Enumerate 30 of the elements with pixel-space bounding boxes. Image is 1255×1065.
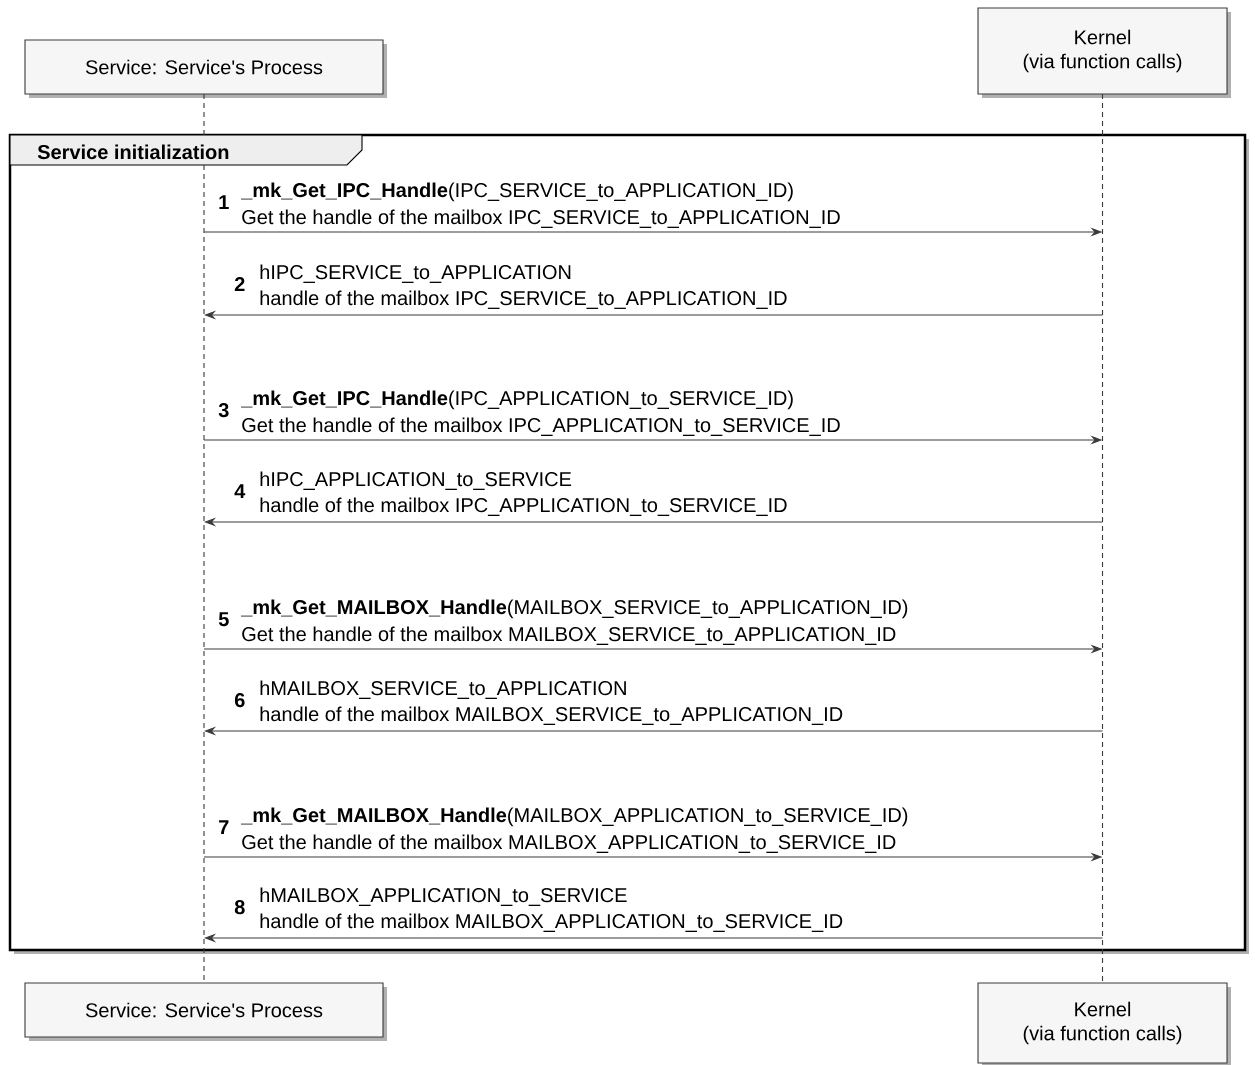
sequence-number: 2 bbox=[234, 277, 245, 291]
message-text: Get the handle of the mailbox MAILBOX_APPLICATION_to_SERVICE_ID bbox=[242, 834, 896, 853]
lifeline bbox=[1101, 93, 1104, 984]
message-text: hMAILBOX_SERVICE_to_APPLICATION bbox=[260, 680, 626, 699]
message-text: Get the handle of the mailbox IPC_APPLICATION_to_SERVICE_ID bbox=[242, 417, 840, 436]
message-text: hMAILBOX_APPLICATION_to_SERVICE bbox=[260, 887, 627, 906]
message-text: Get the handle of the mailbox IPC_SERVICE_to_APPLICATION_ID bbox=[242, 209, 840, 228]
message-text: hIPC_SERVICE_to_APPLICATION bbox=[260, 264, 571, 283]
sequence-number: 1 bbox=[219, 195, 229, 209]
sequence-number: 4 bbox=[234, 484, 246, 498]
message-text: handle of the mailbox MAILBOX_SERVICE_to_APPLICATION_ID bbox=[260, 706, 843, 725]
message-text: _mk_Get_IPC_Handle(IPC_APPLICATION_to_SERVICE_ID) bbox=[241, 390, 793, 410]
message-text: handle of the mailbox IPC_SERVICE_to_APPLICATION_ID bbox=[260, 290, 787, 309]
message-text: handle of the mailbox MAILBOX_APPLICATION_to_SERVICE_ID bbox=[260, 913, 843, 932]
participant-box: Service: Service's Process bbox=[24, 39, 387, 98]
group-header: Service initialization bbox=[9, 134, 363, 166]
sequence-number: 3 bbox=[218, 403, 229, 418]
message-text: hIPC_APPLICATION_to_SERVICE bbox=[260, 471, 572, 490]
participant-box: Kernel (via function calls) bbox=[977, 982, 1231, 1065]
message-text: _mk_Get_IPC_Handle(IPC_SERVICE_to_APPLICATION_ID) bbox=[241, 182, 793, 202]
participant-box: Service: Service's Process bbox=[24, 982, 387, 1041]
message-text: Get the handle of the mailbox MAILBOX_SERVICE_to_APPLICATION_ID bbox=[242, 626, 896, 645]
message-text: handle of the mailbox IPC_APPLICATION_to_SERVICE_ID bbox=[260, 497, 787, 516]
message-text: _mk_Get_MAILBOX_Handle(MAILBOX_APPLICATION_to_SERVICE_ID) bbox=[241, 807, 908, 827]
sequence-number: 5 bbox=[218, 612, 229, 627]
sequence-number: 8 bbox=[234, 900, 245, 915]
sequence-number: 6 bbox=[234, 693, 245, 708]
participant-box: Kernel (via function calls) bbox=[977, 7, 1231, 98]
message-text: _mk_Get_MAILBOX_Handle(MAILBOX_SERVICE_to_APPLICATION_ID) bbox=[241, 599, 908, 619]
sequence-number: 7 bbox=[219, 820, 229, 834]
